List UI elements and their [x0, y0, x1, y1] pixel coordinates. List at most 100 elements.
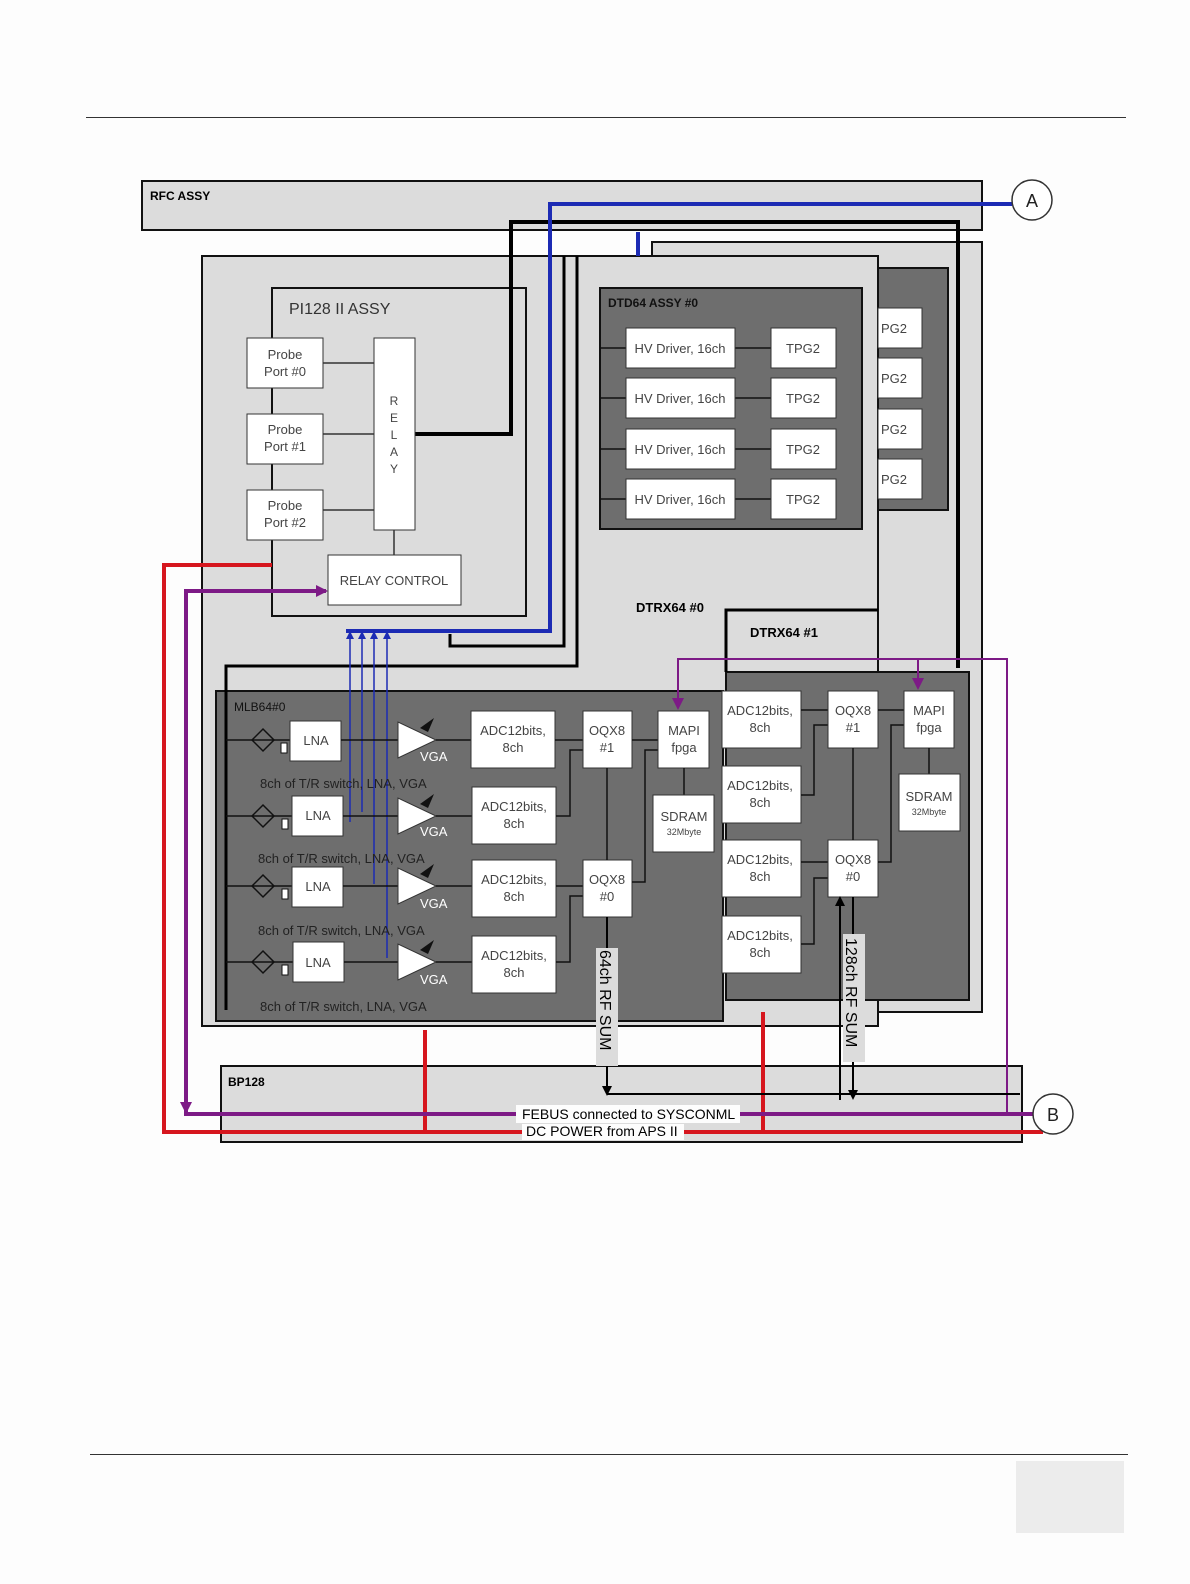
dc-power-label: DC POWER from APS II — [526, 1123, 678, 1139]
dtrx64-0-bus — [224, 256, 579, 1010]
mlb-adc-1: ADC12bits,8ch — [470, 710, 556, 769]
rf-sum-64-text: 64ch RF SUM — [596, 950, 613, 1050]
mlb-oqx8-0: OQX8#0 — [582, 859, 633, 918]
vga-amp-2 — [397, 797, 438, 835]
tpg2-b2: PG2 — [877, 357, 923, 399]
tpg2-3: TPG2 — [770, 428, 837, 470]
mlb-adc-2: ADC12bits,8ch — [471, 786, 557, 845]
mlb-row-3: LNA VGA 8ch of T/R switch, LNA, VGA — [226, 864, 472, 938]
svg-text:HV Driver, 16ch: HV Driver, 16ch — [634, 391, 725, 406]
svg-text:ADC12bits,: ADC12bits, — [727, 852, 793, 867]
probe-port-2: Probe Port #2 — [246, 489, 324, 541]
svg-text:VGA: VGA — [420, 972, 448, 987]
svg-text:ADC12bits,: ADC12bits, — [727, 703, 793, 718]
svg-text:Y: Y — [390, 462, 398, 476]
rf-sum-128-label: 128ch RF SUM — [842, 938, 859, 1047]
svg-text:#0: #0 — [600, 889, 614, 904]
dtd64-assy-0-label: DTD64 ASSY #0 — [608, 296, 698, 310]
svg-text:8ch: 8ch — [504, 889, 525, 904]
svg-text:PG2: PG2 — [881, 321, 907, 336]
svg-text:8ch: 8ch — [750, 869, 771, 884]
tpg2-b3: PG2 — [877, 408, 923, 450]
svg-text:PG2: PG2 — [881, 422, 907, 437]
svg-text:8ch: 8ch — [750, 720, 771, 735]
svg-text:SDRAM: SDRAM — [906, 789, 953, 804]
svg-text:Probe: Probe — [268, 498, 303, 513]
svg-text:Port #1: Port #1 — [264, 439, 306, 454]
svg-text:LNA: LNA — [305, 955, 331, 970]
svg-text:MAPI: MAPI — [913, 703, 945, 718]
svg-text:HV Driver, 16ch: HV Driver, 16ch — [634, 492, 725, 507]
mlb-oqx8-1: OQX8 #1 — [582, 710, 633, 769]
svg-text:Probe: Probe — [268, 422, 303, 437]
svg-text:PG2: PG2 — [881, 472, 907, 487]
dtrx1-mapi-fpga: MAPI fpga — [903, 690, 955, 749]
pi128-assy-label: PI128 II ASSY — [289, 301, 391, 318]
dtrx64-0-label: DTRX64 #0 — [636, 600, 704, 615]
svg-text:PG2: PG2 — [881, 371, 907, 386]
hv-driver-1: HV Driver, 16ch — [625, 327, 736, 369]
svg-text:ADC12bits,: ADC12bits, — [481, 799, 547, 814]
svg-text:TPG2: TPG2 — [786, 492, 820, 507]
footer-rule — [90, 1454, 1128, 1455]
svg-text:OQX8: OQX8 — [589, 723, 625, 738]
hv-driver-4: HV Driver, 16ch — [625, 478, 736, 520]
svg-text:L: L — [391, 428, 398, 442]
svg-text:MAPI: MAPI — [668, 723, 700, 738]
mlb-row-2: LNA VGA 8ch of T/R switch, LNA, VGA — [226, 794, 472, 866]
dtrx1-adc-4: ADC12bits,8ch — [721, 915, 802, 974]
svg-text:32Mbyte: 32Mbyte — [667, 827, 702, 837]
svg-text:E: E — [390, 411, 398, 425]
svg-text:TPG2: TPG2 — [786, 391, 820, 406]
svg-text:VGA: VGA — [420, 749, 448, 764]
svg-text:OQX8: OQX8 — [835, 703, 871, 718]
svg-text:#1: #1 — [846, 720, 860, 735]
svg-text:HV Driver, 16ch: HV Driver, 16ch — [634, 442, 725, 457]
mlb-row-1: LNA VGA 8ch of T/R switch, LNA, VGA — [226, 718, 471, 791]
svg-text:8ch: 8ch — [503, 740, 524, 755]
svg-text:OQX8: OQX8 — [835, 852, 871, 867]
svg-text:8ch: 8ch — [750, 945, 771, 960]
dtrx64-0-side-bus — [448, 256, 566, 648]
lna-2 — [291, 795, 344, 837]
svg-text:RELAY CONTROL: RELAY CONTROL — [340, 573, 449, 588]
relay-control-block: RELAY CONTROL — [327, 554, 462, 606]
svg-text:Probe: Probe — [268, 347, 303, 362]
mlb-adc-4: ADC12bits,8ch — [471, 935, 557, 994]
dtrx1-oqx8-1: OQX8 #1 — [827, 690, 879, 749]
svg-text:LNA: LNA — [303, 733, 329, 748]
mlb64-label: MLB64#0 — [234, 700, 286, 714]
svg-text:R: R — [390, 394, 399, 408]
svg-text:8ch of T/R switch, LNA, VGA: 8ch of T/R switch, LNA, VGA — [260, 776, 427, 791]
svg-text:fpga: fpga — [916, 720, 942, 735]
connector-a-bus — [346, 202, 1012, 633]
svg-text:fpga: fpga — [671, 740, 697, 755]
febus-label: FEBUS connected to SYSCONML — [522, 1106, 735, 1122]
bp128-label: BP128 — [228, 1075, 265, 1089]
dtrx64-1-bus — [724, 608, 878, 672]
svg-text:8ch: 8ch — [750, 795, 771, 810]
hv-driver-3: HV Driver, 16ch — [625, 428, 736, 470]
tpg2-2: TPG2 — [770, 377, 837, 419]
svg-text:8ch of T/R switch, LNA, VGA: 8ch of T/R switch, LNA, VGA — [258, 923, 425, 938]
svg-text:Port #2: Port #2 — [264, 515, 306, 530]
vga-amp-3 — [397, 867, 438, 905]
svg-text:TPG2: TPG2 — [786, 341, 820, 356]
dtrx1-adc-1: ADC12bits, 8ch — [721, 690, 802, 749]
svg-text:A: A — [1026, 191, 1038, 211]
febus-arrowhead-left — [180, 1102, 192, 1114]
mlb-row-4: LNA VGA 8ch of T/R switch, LNA, VGA — [226, 940, 472, 1014]
probe-port-0: Probe Port #0 — [246, 337, 324, 389]
svg-text:#1: #1 — [600, 740, 614, 755]
vga-amp-4 — [397, 943, 438, 981]
probe-port-1: Probe Port #1 — [246, 413, 324, 465]
svg-text:B: B — [1047, 1105, 1059, 1125]
relay-block: R E L A Y — [373, 337, 416, 531]
svg-text:LNA: LNA — [305, 808, 331, 823]
hv-driver-2: HV Driver, 16ch — [625, 377, 736, 419]
rfc-to-relay-bus — [415, 220, 960, 668]
svg-text:8ch of T/R switch, LNA, VGA: 8ch of T/R switch, LNA, VGA — [258, 851, 425, 866]
